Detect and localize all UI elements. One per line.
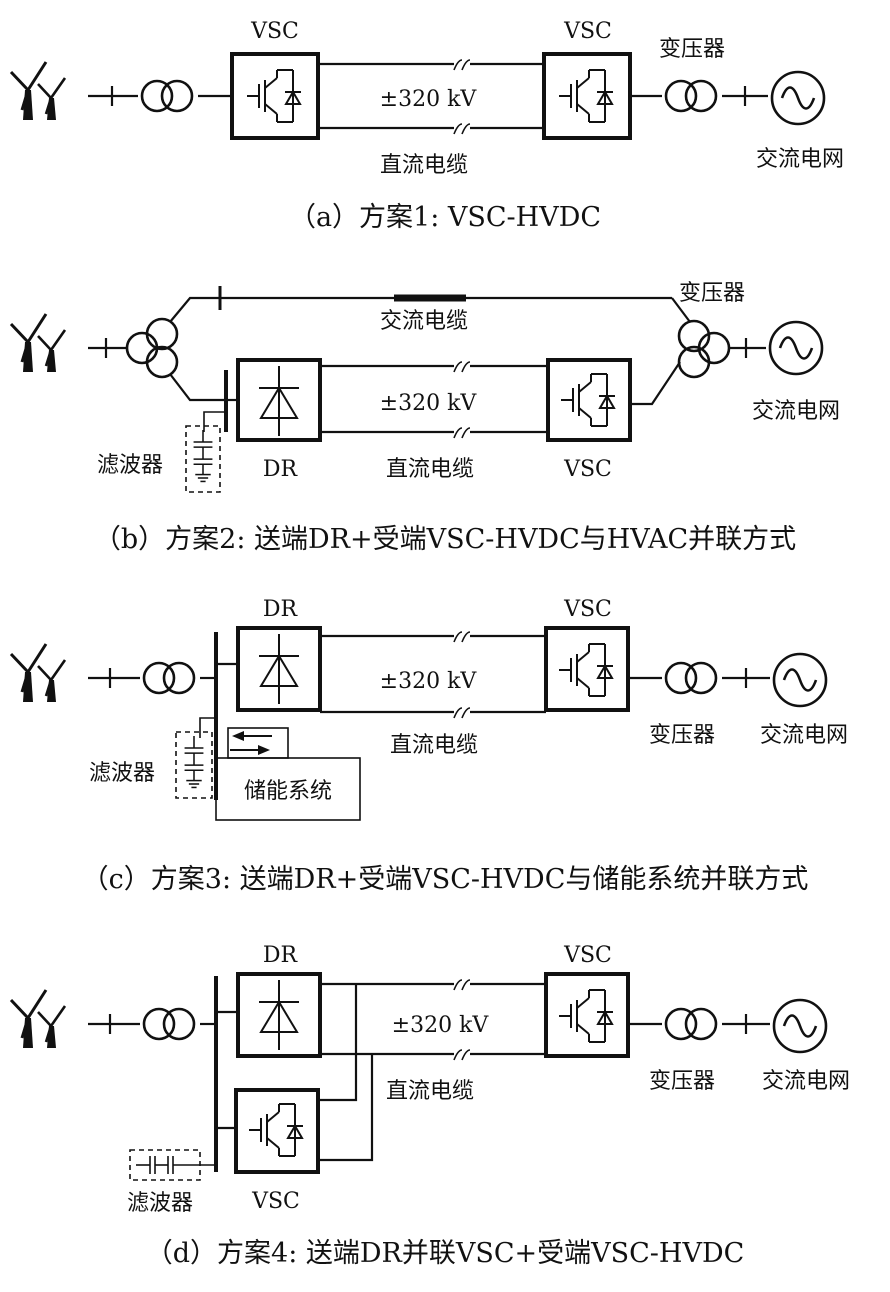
ac-grid-label: 交流电网: [762, 1069, 850, 1094]
caption-c: （c）方案3: 送端DR+受端VSC-HVDC与储能系统并联方式: [82, 864, 809, 895]
scheme-a: VSC ±320 kV 直流电缆 VSC 变压器 交流电网 （a）方案1: VS…: [9, 19, 844, 233]
dc-cable-label: 直流电缆: [380, 153, 468, 178]
filter-label: 滤波器: [97, 453, 163, 478]
storage-label: 储能系统: [244, 779, 332, 804]
break-icon: [453, 1049, 471, 1061]
transformer-label: 变压器: [679, 281, 745, 306]
ac-line: [630, 361, 681, 406]
transformer-label: 变压器: [659, 37, 725, 62]
vsc-receiving-label: VSC: [563, 597, 612, 622]
filter-label: 滤波器: [89, 761, 155, 786]
vsc-sending-box: [230, 52, 320, 140]
capacitor-filter-icon: [192, 429, 214, 483]
break-icon: [453, 361, 471, 373]
filter-line: [203, 411, 226, 432]
break-icon: [453, 427, 471, 439]
dr-label: DR: [263, 943, 299, 968]
transformer-label: 变压器: [649, 723, 715, 748]
break-icon: [453, 631, 471, 643]
voltage-label: ±320 kV: [380, 87, 478, 112]
transformer-label: 变压器: [649, 1069, 715, 1094]
ac-source-icon: [772, 652, 828, 708]
filter-line: [199, 717, 216, 738]
ac-line: [169, 373, 226, 402]
vsc-receiving-label: VSC: [563, 19, 612, 44]
wind-turbine-icon: [9, 988, 67, 1050]
ac-grid-label: 交流电网: [756, 147, 844, 172]
vsc-receiving-label: VSC: [563, 943, 612, 968]
scheme-b: 交流电缆 滤波器 DR ±320 kV 直流电缆 VSC 变压器 交流电: [9, 281, 840, 555]
scheme-d: DR VSC ±320 kV 直流电缆 滤波器 VSC 变压器: [9, 943, 850, 1269]
filter-label: 滤波器: [127, 1191, 193, 1216]
scheme-c: DR 滤波器 储能系统 ±320 kV 直流电缆 VSC 变压器 交流电网 （c: [9, 597, 848, 895]
wind-turbine-icon: [9, 312, 67, 374]
caption-d: （d）方案4: 送端DR并联VSC+受端VSC-HVDC: [146, 1238, 745, 1269]
capacitor-filter-icon: [183, 735, 205, 789]
dr-label: DR: [263, 457, 299, 482]
dc-parallel-link-top: [318, 984, 358, 1102]
caption-b: （b）方案2: 送端DR+受端VSC-HVDC与HVAC并联方式: [94, 524, 796, 555]
dr-label: DR: [263, 597, 299, 622]
wind-turbine-icon: [9, 60, 67, 122]
transformer-icon: [664, 661, 718, 695]
ac-source-icon: [772, 998, 828, 1054]
vsc-receiving-box: [546, 358, 632, 442]
three-winding-transformer-icon: [677, 319, 731, 379]
dc-cable-label: 直流电缆: [386, 1079, 474, 1104]
break-icon: [453, 59, 471, 71]
transformer-icon: [664, 79, 718, 113]
ac-line: [169, 296, 220, 323]
vsc-receiving-box: [544, 972, 630, 1058]
transformer-icon: [142, 1007, 196, 1041]
vsc-receiving-label: VSC: [563, 457, 612, 482]
vsc-receiving-box: [544, 626, 630, 712]
break-icon: [453, 123, 471, 135]
storage-box: [215, 757, 361, 821]
wind-turbine-icon: [9, 642, 67, 704]
voltage-label: ±320 kV: [380, 669, 478, 694]
ac-line: [671, 297, 691, 323]
filter-box: [175, 731, 213, 799]
transformer-icon: [142, 661, 196, 695]
vsc-sending-label: VSC: [251, 1189, 300, 1214]
dc-cable-label: 直流电缆: [390, 733, 478, 758]
ac-source-icon: [768, 320, 824, 376]
ac-grid-label: 交流电网: [760, 723, 848, 748]
voltage-label: ±320 kV: [392, 1013, 490, 1038]
vsc-receiving-box: [542, 52, 632, 140]
three-winding-transformer-icon: [125, 317, 179, 379]
vsc-sending-box: [234, 1088, 320, 1174]
power-flow-arrow-icon: [230, 731, 272, 755]
ac-grid-label: 交流电网: [752, 399, 840, 424]
vsc-sending-label: VSC: [250, 19, 299, 44]
dc-parallel-link-bottom: [318, 1054, 374, 1162]
transformer-icon: [140, 79, 194, 113]
break-icon: [453, 707, 471, 719]
break-icon: [453, 979, 471, 991]
caption-a: （a）方案1: VSC-HVDC: [289, 202, 601, 233]
ac-source-icon: [770, 70, 826, 126]
transformer-icon: [664, 1007, 718, 1041]
dc-cable-label: 直流电缆: [386, 457, 474, 482]
voltage-label: ±320 kV: [380, 391, 478, 416]
filter-box: [185, 425, 221, 493]
ac-cable-label: 交流电缆: [380, 309, 468, 334]
capacitor-filter-icon: [136, 1156, 216, 1174]
